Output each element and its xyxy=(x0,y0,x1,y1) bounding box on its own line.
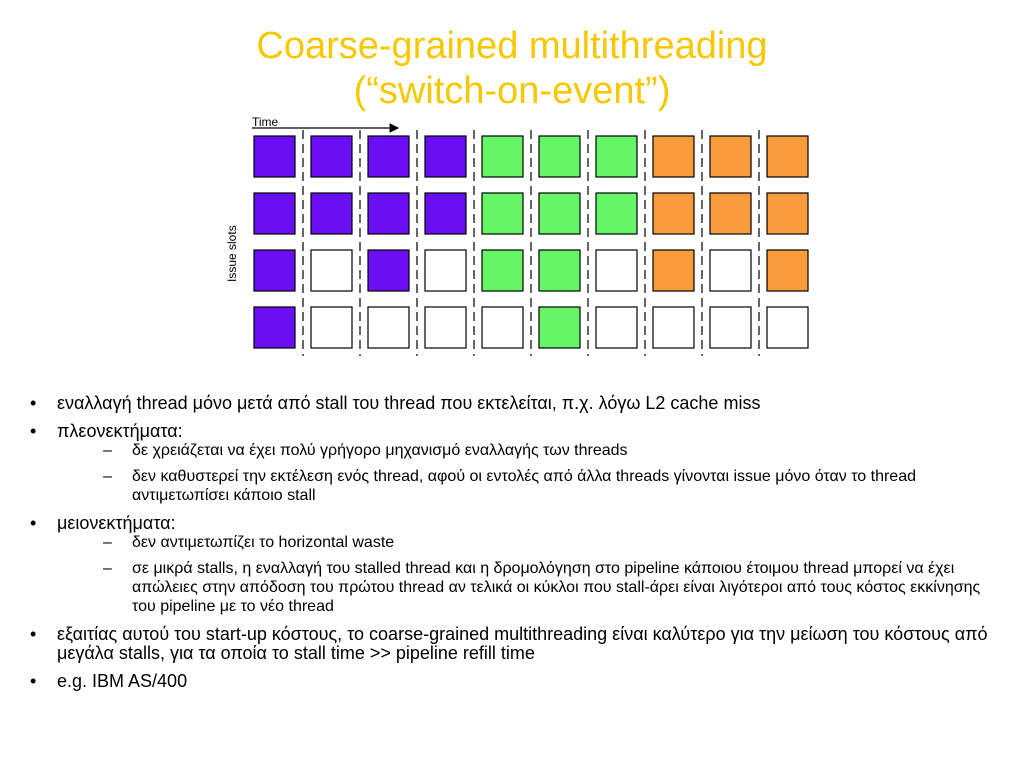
issue-slot-purple xyxy=(367,249,410,292)
issue-slot-purple xyxy=(424,135,467,178)
issue-slot-empty xyxy=(595,306,638,349)
time-label: Time xyxy=(252,115,279,129)
issue-slot-orange xyxy=(709,192,752,235)
issue-slot-empty xyxy=(595,249,638,292)
issue-slot-green xyxy=(538,249,581,292)
title-line-2: (“switch-on-event”) xyxy=(353,70,671,112)
cycle-dividers xyxy=(302,130,760,356)
issue-slot-green xyxy=(538,135,581,178)
sub-bullet-marker: – xyxy=(103,468,112,485)
issue-slot-orange xyxy=(766,249,809,292)
sub-bullet-item: – δε χρειάζεται να έχει πολύ γρήγορο μηχα… xyxy=(57,441,1005,460)
bullet-root: • εναλλαγή thread μόνο μετά από stall του… xyxy=(30,394,1005,691)
bullet-text: εξαιτίας αυτού του start-up κόστους, το … xyxy=(57,624,988,663)
issue-slot-purple xyxy=(424,192,467,235)
issue-slot-orange xyxy=(766,192,809,235)
issue-slot-empty xyxy=(424,249,467,292)
sub-bullet-marker: – xyxy=(103,534,112,551)
issue-slot-orange xyxy=(652,135,695,178)
issue-slot-empty xyxy=(424,306,467,349)
sub-bullet-text: δε χρειάζεται να έχει πολύ γρήγορο μηχαν… xyxy=(132,442,628,459)
sub-bullet-text: δεν καθυστερεί την εκτέλεση ενός thread,… xyxy=(132,468,916,504)
issue-slot-empty xyxy=(310,306,353,349)
issue-slot-purple xyxy=(253,192,296,235)
issue-slot-purple xyxy=(310,192,353,235)
sub-bullet-item: – δεν αντιμετωπίζει το horizontal waste xyxy=(57,533,1005,552)
sub-bullet-marker: – xyxy=(103,442,112,459)
sub-bullet-text: δεν αντιμετωπίζει το horizontal waste xyxy=(132,534,395,551)
bullet-item: •μειονεκτήματα:–δεν αντιμετωπίζει το hor… xyxy=(30,514,1005,616)
bullet-marker: • xyxy=(30,513,37,533)
bullet-text: e.g. IBM AS/400 xyxy=(57,671,188,691)
bullet-text: μειονεκτήματα: xyxy=(57,513,176,533)
sub-bullet-item: – σε μικρά stalls, η εναλλαγή του stalled… xyxy=(57,559,1005,616)
issue-slot-orange xyxy=(652,249,695,292)
issue-slot-green xyxy=(481,192,524,235)
issue-slot-empty xyxy=(766,306,809,349)
issue-slot-orange xyxy=(766,135,809,178)
issue-slot-green xyxy=(538,192,581,235)
bullet-item: • εναλλαγή thread μόνο μετά από stall του… xyxy=(30,394,1005,413)
issue-slot-empty xyxy=(481,306,524,349)
bullet-item: • εξαιτίας αυτού του start-up κόστους, το… xyxy=(30,625,1005,663)
issue-slot-green xyxy=(481,249,524,292)
issue-slot-orange xyxy=(652,192,695,235)
issue-slot-purple xyxy=(253,306,296,349)
bullet-marker: • xyxy=(30,671,37,691)
issue-slot-grid xyxy=(253,135,809,349)
bullet-item: • e.g. IBM AS/400 xyxy=(30,672,1005,691)
issue-slot-empty xyxy=(652,306,695,349)
multithreading-diagram: Time Issue slots xyxy=(225,115,809,356)
issue-slot-green xyxy=(538,306,581,349)
slide-title: Coarse-grained multithreading (“switch-o… xyxy=(0,24,1024,114)
sub-bullet-list: – δεν αντιμετωπίζει το horizontal waste – σ… xyxy=(57,533,1005,616)
issue-slot-purple xyxy=(253,249,296,292)
bullet-text: εναλλαγή thread μόνο μετά από stall του … xyxy=(57,393,761,413)
issue-slots-label: Issue slots xyxy=(225,225,239,282)
issue-slot-empty xyxy=(709,249,752,292)
bullet-text: πλεονεκτήματα: xyxy=(57,421,183,441)
issue-slot-orange xyxy=(709,135,752,178)
issue-slot-green xyxy=(595,135,638,178)
bullet-marker: • xyxy=(30,393,37,413)
issue-slot-empty xyxy=(709,306,752,349)
issue-slot-purple xyxy=(367,135,410,178)
issue-slot-green xyxy=(481,135,524,178)
bullet-list: • εναλλαγή thread μόνο μετά από stall του… xyxy=(30,394,1005,700)
sub-bullet-item: – δεν καθυστερεί την εκτέλεση ενός thread… xyxy=(57,467,1005,505)
sub-bullet-list: – δε χρειάζεται να έχει πολύ γρήγορο μηχα… xyxy=(57,441,1005,505)
issue-slot-purple xyxy=(367,192,410,235)
bullet-item: •πλεονεκτήματα:–δε χρειάζεται να έχει πο… xyxy=(30,422,1005,505)
bullet-marker: • xyxy=(30,624,37,644)
issue-slot-green xyxy=(595,192,638,235)
sub-bullet-text: σε μικρά stalls, η εναλλαγή του stalled … xyxy=(132,560,981,615)
issue-slot-empty xyxy=(367,306,410,349)
issue-slot-purple xyxy=(253,135,296,178)
sub-bullet-marker: – xyxy=(103,560,112,577)
issue-slot-purple xyxy=(310,135,353,178)
title-line-1: Coarse-grained multithreading xyxy=(256,25,768,67)
issue-slot-empty xyxy=(310,249,353,292)
bullet-marker: • xyxy=(30,421,37,441)
